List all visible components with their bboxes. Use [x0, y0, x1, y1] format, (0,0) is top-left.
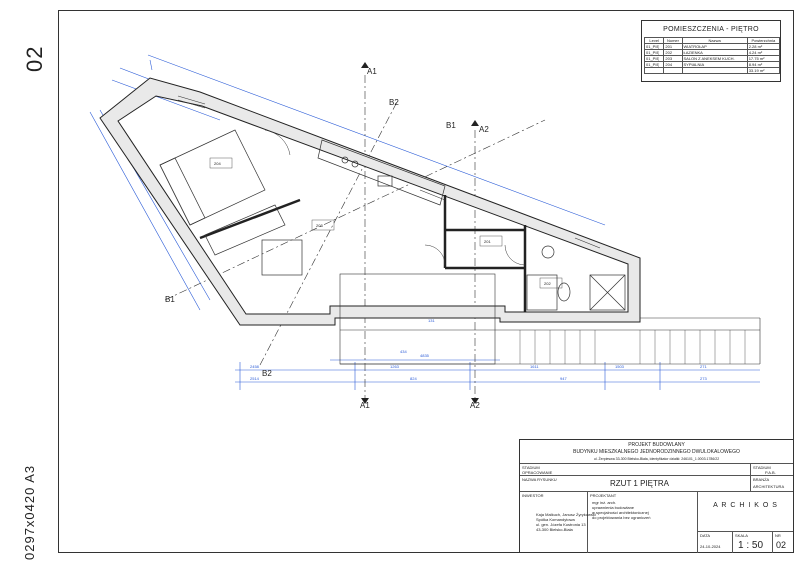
kitchen-counter	[317, 139, 446, 206]
drawing-cell: NAZWA RYSUNKU RZUT 1 PIĘTRA	[520, 476, 751, 492]
svg-text:271: 271	[700, 364, 707, 369]
dimension-texts: 2458 1263 1611 1503 271 2514 824 947 273…	[250, 318, 707, 381]
table-total-row: 33.19 m²	[643, 67, 781, 74]
room-label: 201	[484, 239, 491, 244]
section-label: B1	[446, 121, 456, 130]
stage-cell: STADIUM OPRACOWANIE	[520, 464, 751, 476]
svg-text:2458: 2458	[250, 364, 260, 369]
room-table-grid: Level Numer Nazwa Powierzchnia 01_PIĘ 20…	[643, 37, 781, 74]
svg-text:1611: 1611	[530, 364, 539, 369]
date-cell: DATA 24-10-2024	[698, 532, 733, 553]
svg-text:4835: 4835	[420, 353, 430, 358]
drawing-number: 02	[776, 540, 787, 550]
section-label: A1	[360, 401, 370, 410]
section-arrows	[361, 62, 479, 404]
interior-walls	[199, 195, 527, 312]
project-heading: PROJEKT BUDOWLANY	[628, 442, 685, 448]
svg-text:824: 824	[410, 376, 417, 381]
section-label: A2	[479, 125, 489, 134]
designer-cell: PROJEKTANT mgr inż. arch. uprawnienia bu…	[588, 492, 698, 553]
room-label: 204	[214, 161, 221, 166]
section-lines	[164, 75, 546, 400]
room-label: 202	[544, 281, 551, 286]
project-title: BUDYNKU MIESZKALNEGO JEDNORODZINNEGO DWU…	[573, 449, 740, 455]
section-label: B2	[262, 369, 272, 378]
dimension-lines-blue	[89, 54, 760, 390]
svg-text:2514: 2514	[250, 376, 260, 381]
svg-text:131: 131	[428, 318, 435, 323]
project-header: PROJEKT BUDOWLANY BUDYNKU MIESZKALNEGO J…	[520, 440, 793, 464]
room-labels: 204 203 201 202	[209, 157, 563, 289]
drawing-title: RZUT 1 PIĘTRA	[610, 479, 669, 488]
svg-text:434: 434	[400, 349, 407, 354]
room-label: 203	[316, 223, 323, 228]
branch-cell: BRANŻA ARCHITEKTURA	[751, 476, 793, 492]
sofa	[204, 204, 303, 276]
scale-cell: SKALA 1 : 50	[733, 532, 773, 553]
stage-code-cell: STADIUM P.A.B.	[751, 464, 793, 476]
svg-text:947: 947	[560, 376, 567, 381]
windows	[177, 95, 601, 249]
investor-cell: INWESTOR Kaja Malkuch, Janusz Żyrykowski…	[520, 492, 596, 553]
section-label: B1	[165, 295, 175, 304]
svg-text:1263: 1263	[390, 364, 400, 369]
room-table-title: POMIESZCZENIA - PIĘTRO	[663, 26, 759, 33]
scale-value: 1 : 50	[738, 540, 764, 551]
number-cell: NR 02	[775, 533, 787, 550]
svg-text:273: 273	[700, 376, 707, 381]
drawing-frame	[58, 10, 794, 553]
company-logo: A R C H I K O S	[713, 502, 778, 509]
bathroom-fixtures	[526, 245, 626, 311]
project-address: ul. Źerpieswa 33-300 Bielsko-Biała, iden…	[593, 457, 720, 461]
section-label: A1	[367, 67, 377, 76]
room-table: POMIESZCZENIA - PIĘTRO Level Numer Nazwa…	[641, 20, 781, 82]
section-label: A2	[470, 401, 480, 410]
company-cell: A R C H I K O S	[698, 492, 793, 532]
doors	[264, 129, 526, 266]
section-label: B2	[389, 98, 399, 107]
bed	[159, 129, 266, 226]
terrace-stairs	[519, 330, 746, 364]
section-markers: A1 A2 B1 B2 B1 B2 A1 A2	[165, 67, 489, 410]
table-row: 01_PIĘ 203 SALON Z ANEKSEM KUCH. 17.75 m…	[643, 55, 781, 62]
title-block: PROJEKT BUDOWLANY BUDYNKU MIESZKALNEGO J…	[519, 439, 794, 553]
svg-text:1503: 1503	[615, 364, 625, 369]
